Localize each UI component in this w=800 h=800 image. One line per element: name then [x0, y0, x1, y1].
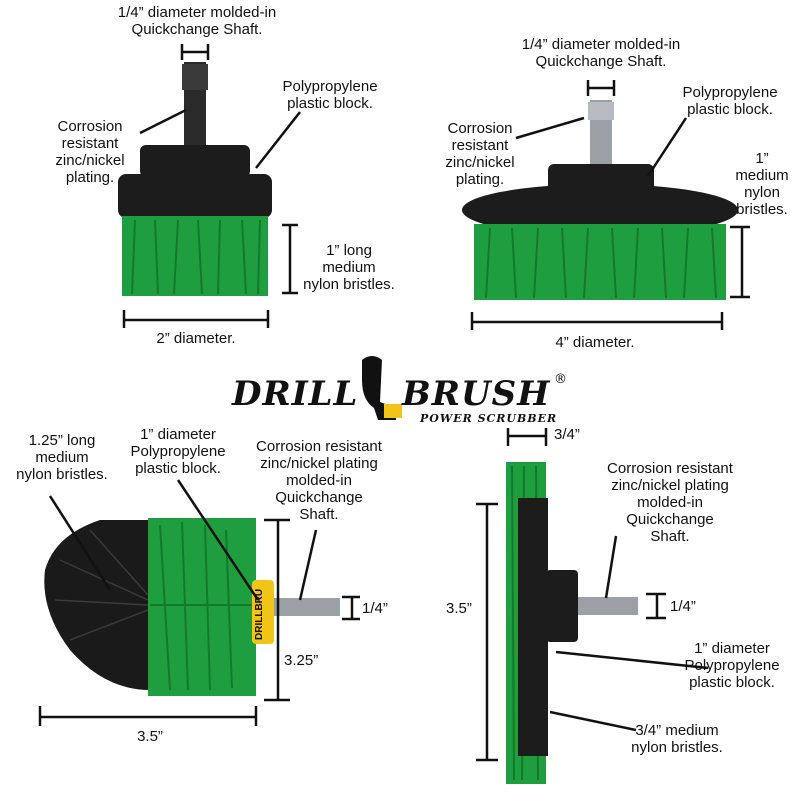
block-label: 1” diameter Polypropylene plastic block. [130, 426, 226, 477]
shaft-diameter-label: 1/4” diameter molded-in Quickchange Shaf… [117, 4, 277, 38]
black-bristles [44, 520, 150, 690]
block-label: Polypropylene plastic block. [682, 84, 778, 118]
bristles-label: 1” medium nylon bristles. [735, 150, 789, 218]
shaft-diameter-label: 1/4” diameter molded-in Quickchange Shaf… [521, 36, 681, 70]
plating-label: Corrosion resistant zinc/nickel plating. [55, 118, 125, 186]
brush-2-inch [118, 44, 301, 328]
plastic-block [462, 184, 738, 236]
logo-registered: ® [554, 372, 567, 387]
logo-word-brush: BRUSH [402, 374, 551, 414]
bristles-label: 1” long medium nylon bristles. [303, 242, 395, 293]
yellow-collar [252, 580, 274, 644]
bristles-label: 1.25” long medium nylon bristles. [16, 432, 108, 483]
green-bristles [148, 518, 256, 696]
drillbrush-logo-mark [362, 356, 402, 420]
logo-subtitle: POWER SCRUBBER [420, 412, 558, 425]
diameter-label: 4” diameter. [555, 334, 635, 351]
height-label: 3.5” [446, 600, 472, 617]
shaft-size-label: 1/4” [362, 600, 388, 617]
plating-label: Corrosion resistant zinc/nickel plating … [256, 438, 382, 523]
collar-text: DRILLBRU [254, 588, 265, 640]
brush-side-view [476, 428, 709, 784]
block-label: 1” diameter Polypropylene plastic block. [684, 640, 780, 691]
diameter-label: 2” diameter. [156, 330, 236, 347]
bristle-strands [485, 227, 717, 299]
dimension-lines [470, 80, 750, 330]
hub [546, 570, 578, 642]
plastic-block [518, 498, 548, 756]
dimension-lines [476, 428, 709, 762]
brush-silhouette-icon [362, 356, 396, 420]
dimension-lines [122, 44, 301, 328]
logo-word-drill: DRILL [232, 374, 359, 414]
dimension-lines [38, 479, 360, 726]
upper-hub [140, 145, 250, 177]
block-label: Polypropylene plastic block. [282, 78, 378, 112]
shaft-hex-tip [588, 102, 614, 120]
brush-round [38, 479, 360, 726]
brush-4-inch [462, 80, 750, 330]
plating-label: Corrosion resistant zinc/nickel plating. [445, 120, 515, 188]
thickness-label: 3/4” [554, 426, 580, 443]
shaft-hex-tip [182, 64, 208, 90]
plating-label: Corrosion resistant zinc/nickel plating … [607, 460, 733, 545]
bristles-label: 3/4” medium nylon bristles. [631, 722, 723, 756]
height-label: 3.25” [284, 652, 319, 669]
bristle-strands [131, 219, 261, 295]
width-label: 3.5” [137, 728, 163, 745]
shaft [578, 597, 638, 615]
plastic-block [118, 174, 272, 218]
shaft-size-label: 1/4” [670, 598, 696, 615]
shaft [274, 598, 340, 616]
